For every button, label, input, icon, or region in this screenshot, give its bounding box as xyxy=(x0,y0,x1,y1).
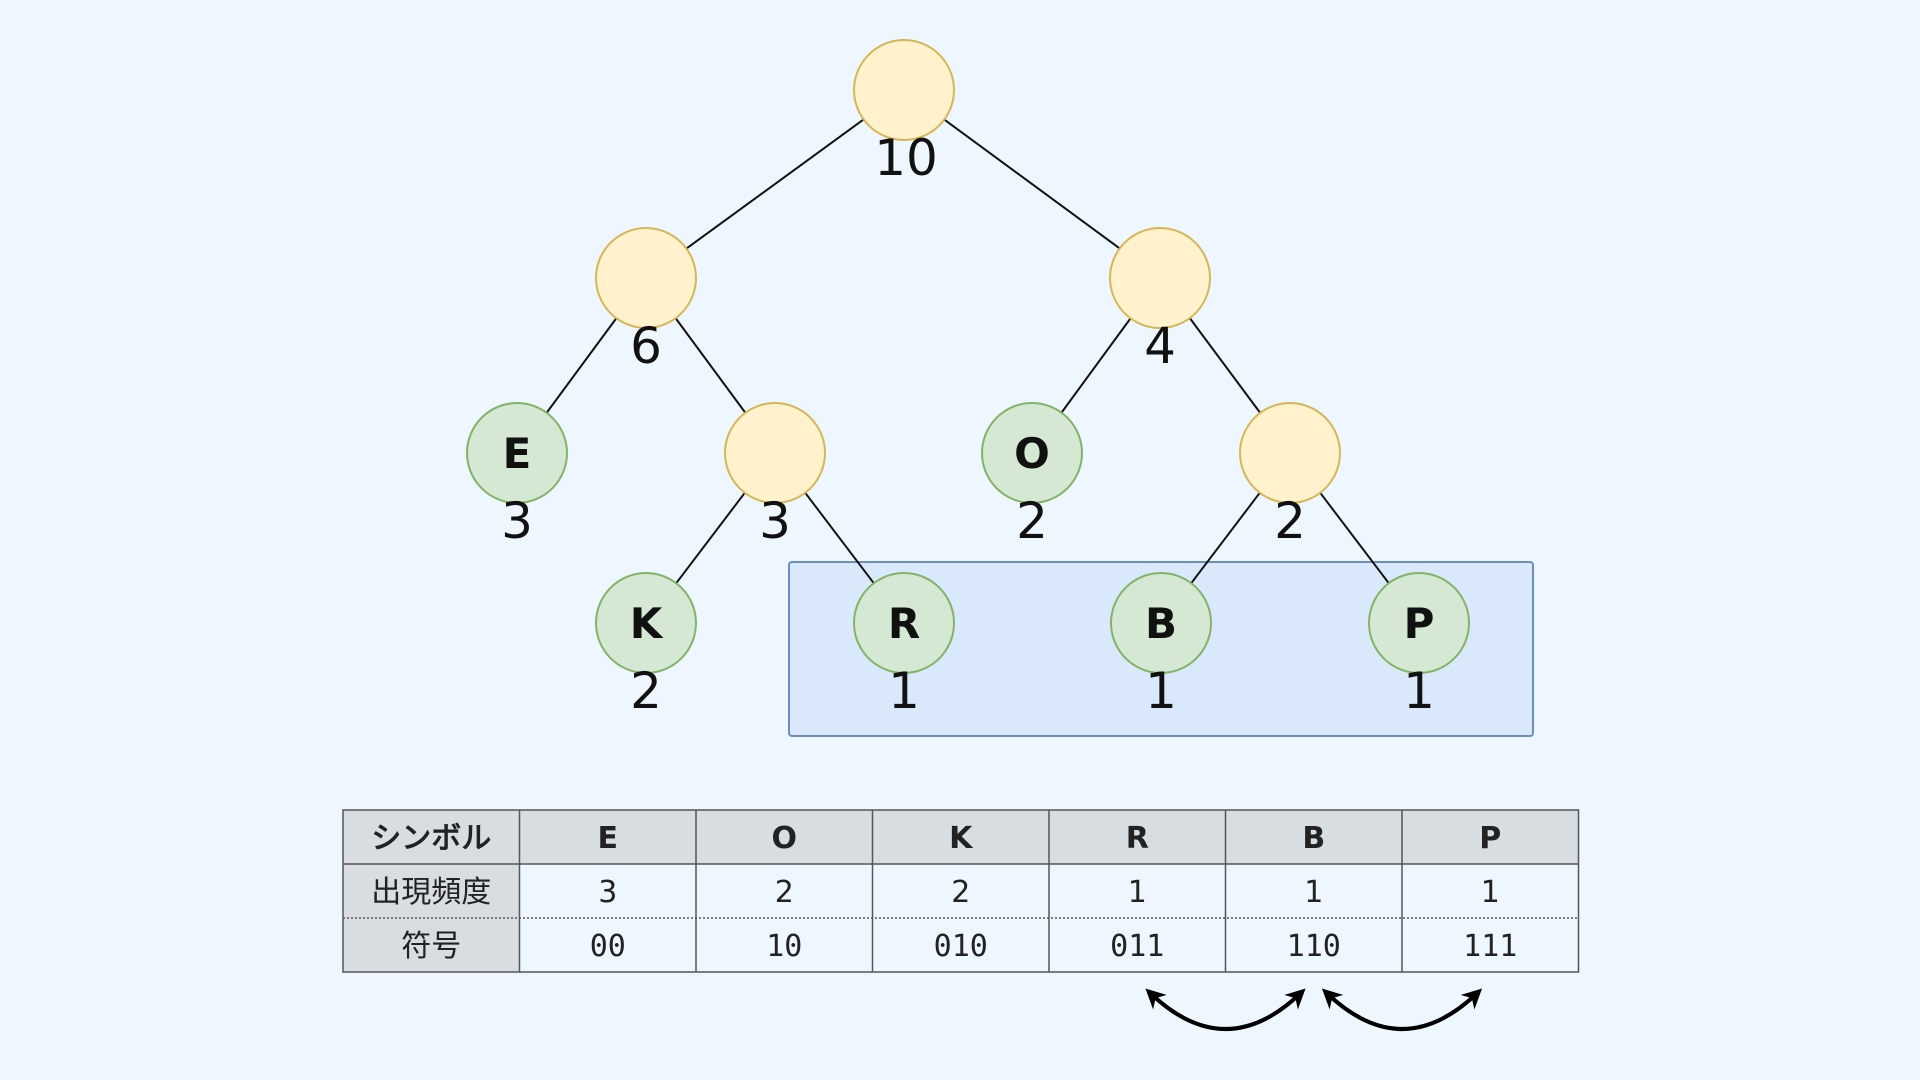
tree-node-n6: 6 xyxy=(595,227,697,375)
table-cell: 3 xyxy=(598,875,617,910)
table-row-label: 出現頻度 xyxy=(371,875,491,910)
table-cell: 2 xyxy=(951,875,970,910)
node-weight: 6 xyxy=(630,317,662,375)
node-weight: 3 xyxy=(501,492,533,550)
table-cell: 1 xyxy=(1304,875,1323,910)
table-cell: 10 xyxy=(766,929,802,964)
internal-node-circle xyxy=(1109,227,1211,329)
leaf-node-circle xyxy=(595,572,697,674)
node-symbol: R xyxy=(888,599,920,648)
node-symbol: E xyxy=(503,429,532,478)
table-cell: 110 xyxy=(1287,929,1341,964)
table-row-label: 符号 xyxy=(401,929,461,964)
swap-arrow-r-b xyxy=(1145,988,1306,1031)
tree-node-n4: 4 xyxy=(1109,227,1211,375)
internal-node-circle xyxy=(595,227,697,329)
table-cell: K xyxy=(949,821,974,856)
edge-n2-B xyxy=(1190,492,1261,584)
leaf-node-circle xyxy=(1110,572,1212,674)
leaf-node-circle xyxy=(1368,572,1470,674)
table-border xyxy=(342,809,1580,973)
table-cell: 1 xyxy=(1128,875,1147,910)
node-weight: 1 xyxy=(888,662,920,720)
edge-n2-P xyxy=(1319,492,1390,584)
table-cell: 00 xyxy=(590,929,626,964)
tree-node-b: B1 xyxy=(1110,572,1212,720)
swap-arrows xyxy=(1145,988,1483,1031)
table-header-col-bg xyxy=(343,810,520,972)
tree-node-r: R1 xyxy=(853,572,955,720)
edge-n3-R xyxy=(804,492,875,584)
node-weight: 10 xyxy=(874,129,938,187)
tree-node-root: 10 xyxy=(853,39,955,187)
table-cell: E xyxy=(598,821,619,856)
tree-node-n2: 2 xyxy=(1239,402,1341,550)
node-weight: 3 xyxy=(759,492,791,550)
table-header-row-bg xyxy=(343,810,1579,864)
node-symbol: P xyxy=(1404,599,1435,648)
leaf-node-circle xyxy=(466,402,568,504)
edge-n4-O xyxy=(1060,317,1132,414)
table-cell: R xyxy=(1126,821,1149,856)
node-weight: 2 xyxy=(630,662,662,720)
table-cell: 010 xyxy=(934,929,988,964)
edge-n3-K xyxy=(675,492,746,584)
tree-node-n3: 3 xyxy=(724,402,826,550)
internal-node-circle xyxy=(1239,402,1341,504)
tree-node-k: K2 xyxy=(595,572,697,720)
table-cell: 011 xyxy=(1110,929,1164,964)
node-weight: 4 xyxy=(1144,317,1176,375)
node-weight: 1 xyxy=(1145,662,1177,720)
edge-root-n4 xyxy=(943,118,1121,250)
node-weight: 2 xyxy=(1016,492,1048,550)
table-cell: 2 xyxy=(775,875,794,910)
tree-node-o: O2 xyxy=(981,402,1083,550)
edge-root-n6 xyxy=(685,118,865,250)
leaf-node-circle xyxy=(853,572,955,674)
leaf-node-circle xyxy=(981,402,1083,504)
edge-n6-E xyxy=(545,317,618,414)
table-cell: P xyxy=(1479,821,1501,856)
tree-node-e: E3 xyxy=(466,402,568,550)
table-cell: O xyxy=(771,821,797,856)
node-weight: 2 xyxy=(1274,492,1306,550)
node-weight: 1 xyxy=(1403,662,1435,720)
tree-node-p: P1 xyxy=(1368,572,1470,720)
tree-edges xyxy=(545,118,1390,584)
node-symbol: K xyxy=(630,599,664,648)
table-cell: 111 xyxy=(1463,929,1517,964)
edge-n4-n2 xyxy=(1189,317,1261,414)
internal-node-circle xyxy=(853,39,955,141)
edge-n6-n3 xyxy=(674,317,747,414)
internal-node-circle xyxy=(724,402,826,504)
node-symbol: B xyxy=(1145,599,1177,648)
swap-arrow-b-p xyxy=(1321,988,1483,1031)
table-row-label: シンボル xyxy=(371,821,491,856)
table-cell: 1 xyxy=(1481,875,1500,910)
table-cell: B xyxy=(1302,821,1325,856)
node-symbol: O xyxy=(1014,429,1050,478)
